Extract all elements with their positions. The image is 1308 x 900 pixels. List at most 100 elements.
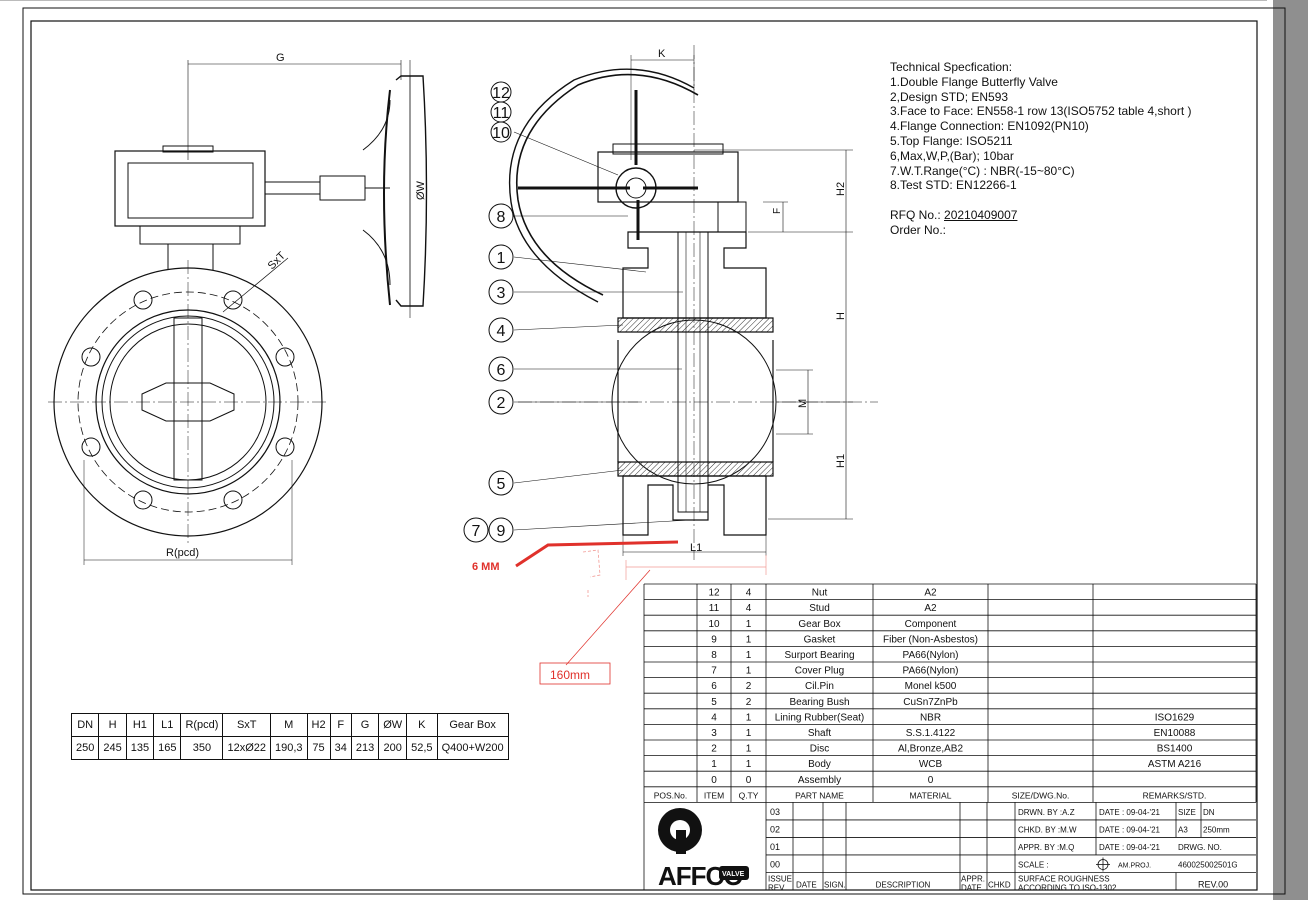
dims-value: 12xØ22 [222,736,271,760]
tb-rev-number: 02 [770,824,780,834]
dims-value: 75 [306,736,331,760]
spec-item: 8.Test STD: EN12266-1 [890,178,1017,193]
balloon-1: 1 [497,250,506,267]
dims-value: 34 [329,736,352,760]
balloon-11: 11 [493,105,510,122]
bom-item: 1 [711,759,717,770]
affco-logo: AFFCO VALVE [658,808,749,891]
red-markup [515,540,767,685]
rfq-label: RFQ No.: [890,208,945,222]
bom-part-name: Stud [809,603,830,614]
bom-material: PA66(Nylon) [903,650,959,661]
spec-item: 6,Max,W,P,(Bar); 10bar [890,148,1014,163]
balloon-3: 3 [497,285,506,302]
bom-header-remarks: REMARKS/STD. [1143,790,1207,800]
tb-dwg-value: 460025002501G [1178,860,1238,869]
dims-value-row: 250 245 135 165 350 12xØ22 190,3 75 34 2… [70,736,509,760]
tb-appr-date-label: DATE [961,883,982,892]
tb-desc-label: DESCRIPTION [876,880,931,889]
order-label: Order No.: [890,223,947,237]
dims-header: ØW [378,713,408,737]
balloon-4: 4 [497,323,506,340]
dims-value: 250 [70,736,100,760]
dim-g-label: G [276,52,285,64]
bom-material: CuSn7ZnPb [903,697,958,708]
bom-item: 0 [711,775,717,786]
bom-header-material: MATERIAL [910,790,952,800]
dims-header: F [329,713,352,737]
dim-f-label: F [772,208,783,214]
bom-part-name: Bearing Bush [789,697,849,708]
tb-scale: SCALE : [1018,860,1049,869]
bom-material: PA66(Nylon) [903,666,959,677]
dims-header: H2 [306,713,331,737]
spec-item: 3.Face to Face: EN558-1 row 13(ISO5752 t… [890,104,1192,119]
bom-header-item: ITEM [704,790,724,800]
dims-value: 213 [350,736,380,760]
annotation-6mm: 6 MM [472,561,500,573]
bom-item: 8 [711,650,717,661]
scroll-gutter [1267,0,1273,900]
spec-item: 5.Top Flange: ISO5211 [890,133,1013,148]
dims-header: L1 [153,713,182,737]
bom-item: 11 [709,603,720,614]
bom-item: 10 [708,619,720,630]
bom-grid [643,583,1257,803]
dims-header-row: DN H H1 L1 R(pcd) SxT M H2 F G ØW K Gear… [70,713,509,737]
bom-part-name: Nut [812,588,828,599]
tb-revision: REV.00 [1198,879,1228,889]
bom-part-name: Cover Plug [795,666,844,677]
bom-part-name: Surport Bearing [784,650,854,661]
balloon-labels: 12 11 10 8 1 3 4 6 2 5 7 9 [472,85,510,540]
bom-item: 5 [711,697,717,708]
bom-qty: 4 [746,588,752,599]
tb-size-label: SIZE [1178,808,1196,817]
bom-material: Monel k500 [905,681,957,692]
bom-header-size: SIZE/DWG.No. [1012,790,1070,800]
tb-rev-number: 01 [770,842,780,852]
tb-dn-value: 250mm [1203,825,1230,834]
tb-drawn-by: DRWN. BY :A.Z [1018,808,1075,817]
balloon-8: 8 [497,209,506,226]
balloon-7: 7 [472,523,481,540]
tb-approved-date: DATE : 09-04-'21 [1099,843,1161,852]
rfq-number: 20210409007 [944,208,1018,222]
bom-remarks: BS1400 [1157,744,1193,755]
bom-material: NBR [920,712,941,723]
bom-header-pos: POS.No. [654,790,688,800]
tb-checked-by: CHKD. BY :M.W [1018,825,1077,834]
bom-material: S.S.1.4122 [906,728,956,739]
bom-material: WCB [919,759,943,770]
vertical-scrollbar[interactable] [1273,0,1308,900]
dim-sxt-label: SxT [266,250,289,273]
tb-dn-label: DN [1203,808,1215,817]
bom-part-name: Cil.Pin [805,681,834,692]
dim-rpcd-label: R(pcd) [166,547,199,559]
bom-qty: 2 [746,681,752,692]
bom-qty: 2 [746,697,752,708]
bom-part-name: Gear Box [798,619,840,630]
dims-header: SxT [222,713,271,737]
dims-value: 135 [125,736,155,760]
tb-rev-label: REV [768,883,785,892]
section-view [508,45,878,560]
tb-chkd-label: CHKD [988,880,1011,889]
balloons [463,81,514,543]
bom-part-name: Disc [810,744,829,755]
spec-item: 1.Double Flange Butterfly Valve [890,74,1058,89]
bom-material: A2 [924,588,937,599]
bom-part-name: Lining Rubber(Seat) [775,712,865,723]
bom-qty: 1 [746,619,752,630]
bom-material: A2 [924,603,937,614]
bom-remarks: ISO1629 [1155,712,1195,723]
spec-item: 4.Flange Connection: EN1092(PN10) [890,119,1089,134]
tb-appr-label: APPR. [961,874,985,883]
tb-checked-date: DATE : 09-04-'21 [1099,825,1161,834]
dims-header: K [406,713,438,737]
dims-header: G [350,713,380,737]
dim-k-label: K [658,48,666,60]
dims-header: H [98,713,127,737]
bom-material: 0 [928,775,934,786]
tb-approved-by: APPR. BY :M.Q [1018,843,1074,852]
tb-date-label: DATE [796,880,817,889]
